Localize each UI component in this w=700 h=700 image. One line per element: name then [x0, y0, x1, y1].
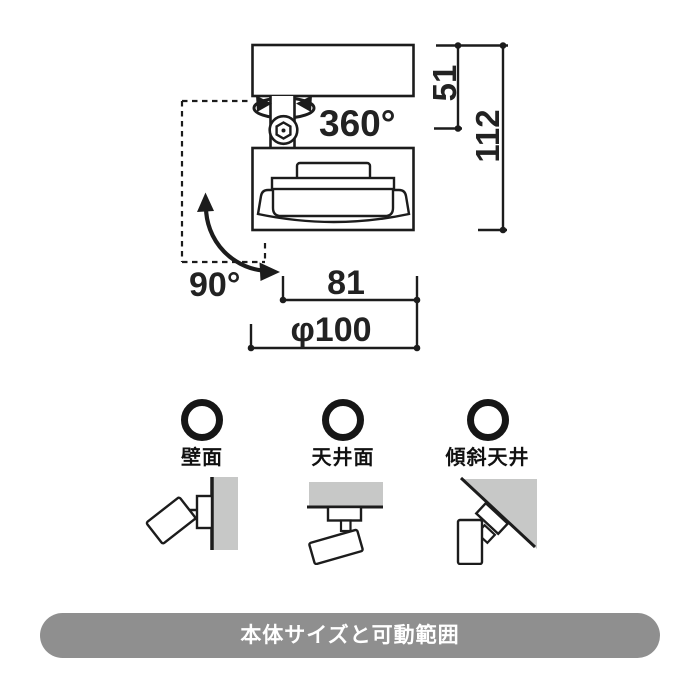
tilt-90-label: 90°	[189, 266, 240, 304]
ring-icon	[466, 399, 509, 441]
ring-icon	[181, 399, 223, 441]
dimension-diameter	[247, 324, 421, 352]
caption-pill: 本体サイズと可動範囲	[40, 613, 660, 658]
rotation-360-label: 360°	[319, 103, 396, 144]
dimension-upper-height	[434, 42, 508, 132]
sloped-ceiling-mount-figure	[456, 476, 537, 565]
ceiling-mount-lamp	[308, 528, 364, 565]
lens-frame	[271, 186, 395, 218]
fixture-base	[251, 43, 415, 98]
dim-51-value: 51	[426, 65, 463, 102]
mount-option-ceiling: 天井面	[278, 399, 408, 565]
dim-112-value: 112	[469, 109, 506, 162]
ceiling-surface	[309, 482, 383, 507]
dim-diameter-value: φ100	[290, 311, 371, 349]
mount-option-sloped-ceiling: 傾斜天井	[420, 399, 555, 565]
head-band-detail	[270, 176, 396, 191]
mount-wall-label: 壁面	[181, 447, 223, 469]
dim-81-value: 81	[327, 264, 365, 302]
ring-icon	[322, 399, 364, 441]
swing-range-dashed-outline	[180, 99, 267, 264]
mount-sloped-label: 傾斜天井	[445, 447, 530, 469]
rotation-arrowhead-right-icon	[296, 95, 312, 112]
wall-surface	[213, 477, 238, 550]
fixture-front-view	[251, 43, 415, 232]
sloped-ceiling-line	[459, 476, 536, 549]
sloped-mount-lamp	[456, 518, 483, 565]
sloped-mount-base	[474, 501, 509, 536]
ceiling-mount-stem	[339, 519, 352, 533]
dimension-diagram: 51 112 81 φ100 360° 90°	[180, 42, 508, 352]
ceiling-mount-base	[326, 505, 363, 522]
mount-ceiling-label: 天井面	[311, 447, 375, 469]
ceiling-mount-figure	[307, 482, 383, 565]
caption-text: 本体サイズと可動範囲	[240, 624, 460, 647]
tilt-90-arrow-icon	[197, 192, 280, 281]
wall-mount-base	[195, 494, 214, 530]
joint-center-dot	[281, 128, 286, 133]
rotation-arrowhead-left-icon	[256, 95, 272, 112]
dimension-total-height	[478, 42, 507, 234]
mount-option-wall: 壁面	[137, 399, 267, 565]
dimension-head-width	[279, 276, 421, 348]
wall-mount-lamp	[145, 496, 197, 545]
wall-mount-figure	[145, 477, 238, 550]
